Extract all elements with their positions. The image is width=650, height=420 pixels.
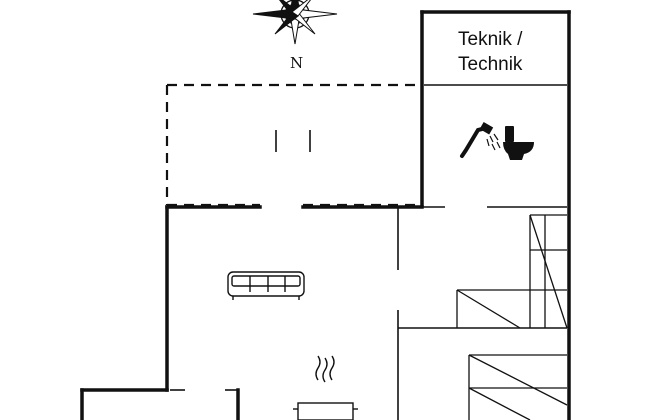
interior-partitions (170, 84, 567, 420)
room-label-technik-line1: Teknik / (458, 29, 523, 50)
stairs-upper (456, 214, 568, 329)
walls (80, 10, 571, 420)
stairs-lower (468, 354, 568, 420)
cooking-pot-icon (293, 355, 358, 420)
covered-area-outline (165, 83, 422, 207)
sofa-icon (227, 271, 305, 300)
compass-rose-icon (252, 0, 338, 45)
room-label-technik-line2: Technik (458, 54, 523, 75)
toilet-icon (503, 126, 534, 160)
shower-icon (460, 122, 501, 158)
compass-north-label: N (290, 54, 303, 72)
